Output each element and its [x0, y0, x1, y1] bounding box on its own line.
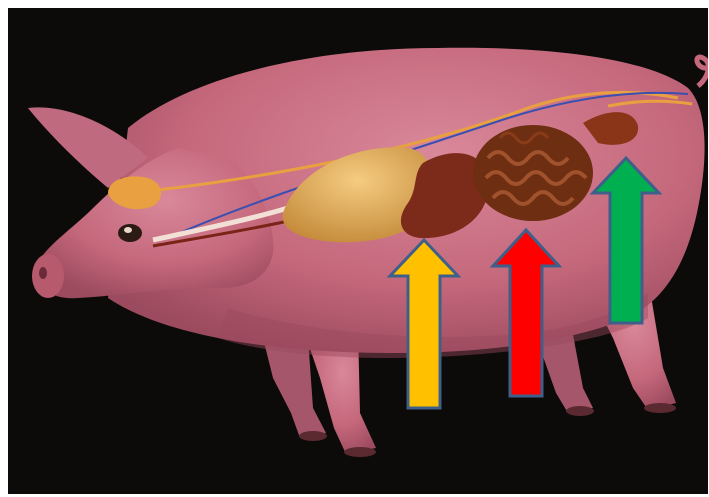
eye-highlight — [124, 227, 132, 233]
hoof — [344, 447, 376, 457]
hoof — [566, 406, 594, 416]
small-intestine — [473, 125, 593, 221]
pig-anatomy-illustration — [8, 8, 708, 494]
eye — [118, 224, 142, 242]
snout — [32, 254, 64, 298]
nostril — [39, 267, 47, 279]
pig-anatomy-svg — [8, 8, 708, 494]
hoof — [299, 431, 327, 441]
hoof — [644, 403, 676, 413]
